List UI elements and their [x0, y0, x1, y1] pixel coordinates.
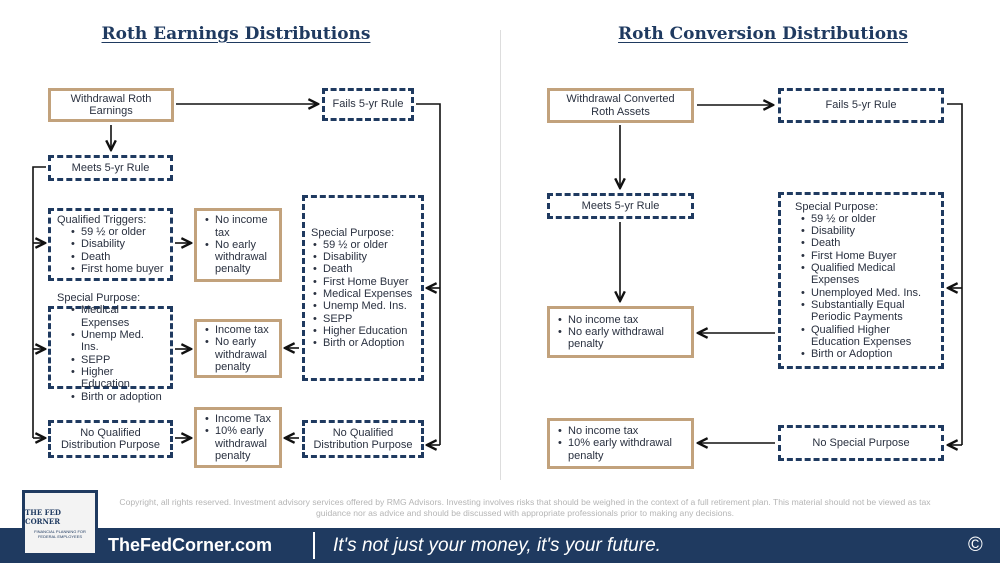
- list-item: No early withdrawal penalty: [556, 326, 685, 351]
- right-result-penalty-box: No income tax10% early withdrawal penalt…: [547, 418, 694, 469]
- list-item: Unemployed Med. Ins.: [799, 287, 935, 300]
- list-item: Medical Expenses: [311, 288, 415, 301]
- list-item: 59 ½ or older: [799, 213, 935, 226]
- no-special-purpose-box: No Special Purpose: [778, 425, 944, 461]
- right-no-qualified-box: No Qualified Distribution Purpose: [302, 420, 424, 458]
- tagline: It's not just your money, it's your futu…: [333, 534, 661, 556]
- list-item: 59 ½ or older: [69, 226, 164, 239]
- left-result-no-tax-box: No income taxNo early withdrawal penalty: [194, 208, 282, 282]
- copyright-text: Copyright, all rights reserved. Investme…: [119, 497, 931, 518]
- left-result-income-tax-box: Income taxNo early withdrawal penalty: [194, 319, 282, 378]
- list-item: No early withdrawal penalty: [203, 336, 273, 373]
- list-item: Medical Expenses: [69, 304, 164, 329]
- left-special-purpose-box: Special Purpose: Medical ExpensesUnemp M…: [48, 292, 173, 403]
- list-item: Higher Education: [69, 366, 164, 391]
- left-result-penalty-box: Income Tax10% early withdrawal penalty: [194, 407, 282, 468]
- right-meets-5yr-box: Meets 5-yr Rule: [547, 193, 694, 219]
- list-item: No income tax: [203, 214, 273, 239]
- list-item: Death: [69, 251, 164, 264]
- list-item: SEPP: [311, 313, 415, 326]
- list-item: Unemp Med. Ins.: [311, 300, 415, 313]
- special-purpose-title: Special Purpose:: [57, 292, 141, 305]
- list-item: No income tax: [556, 314, 685, 327]
- left-no-qualified-box: No Qualified Distribution Purpose: [48, 420, 173, 458]
- list-item: First home buyer: [69, 263, 164, 276]
- list-item: Income Tax: [203, 413, 273, 426]
- special-purpose-title: Special Purpose:: [795, 200, 879, 213]
- list-item: Disability: [69, 238, 164, 251]
- list-item: Death: [799, 237, 935, 250]
- special-purpose-title: Special Purpose:: [311, 226, 395, 239]
- site-link[interactable]: TheFedCorner.com: [108, 535, 273, 555]
- divider: [500, 30, 501, 480]
- fed-corner-logo: THE FED CORNER FINANCIAL PLANNING FOR FE…: [22, 490, 98, 556]
- right-fails-5yr-box: Fails 5-yr Rule: [778, 88, 944, 123]
- list-item: No income tax: [556, 425, 685, 438]
- list-item: Income tax: [203, 324, 273, 337]
- list-item: Birth or Adoption: [311, 337, 415, 350]
- banner-separator: [313, 532, 315, 559]
- left-special-purpose-right-box: Special Purpose: 59 ½ or olderDisability…: [302, 195, 424, 381]
- list-item: Higher Education: [311, 325, 415, 338]
- list-item: SEPP: [69, 354, 164, 367]
- list-item: 10% early withdrawal penalty: [203, 425, 273, 462]
- right-result-no-tax-box: No income taxNo early withdrawal penalty: [547, 306, 694, 358]
- list-item: Qualified Medical Expenses: [799, 262, 935, 287]
- list-item: Substantially Equal Periodic Payments: [799, 299, 935, 324]
- left-meets-5yr-box: Meets 5-yr Rule: [48, 155, 173, 181]
- withdrawal-roth-earnings-box: Withdrawal Roth Earnings: [48, 88, 174, 122]
- footer-banner: TheFedCorner.com It's not just your mone…: [0, 528, 1000, 563]
- list-item: Birth or Adoption: [799, 348, 935, 361]
- left-title: Roth Earnings Distributions: [101, 24, 371, 44]
- logo-name: THE FED CORNER: [25, 507, 61, 526]
- list-item: Unemp Med. Ins.: [69, 329, 164, 354]
- list-item: No early withdrawal penalty: [203, 239, 273, 276]
- qualified-triggers-title: Qualified Triggers:: [57, 213, 147, 226]
- list-item: Disability: [311, 251, 415, 264]
- list-item: First Home Buyer: [311, 276, 415, 289]
- right-special-purpose-box: Special Purpose: 59 ½ or olderDisability…: [778, 192, 944, 369]
- list-item: Death: [311, 263, 415, 276]
- list-item: Disability: [799, 225, 935, 238]
- list-item: Birth or adoption: [69, 391, 164, 404]
- withdrawal-converted-box: Withdrawal Converted Roth Assets: [547, 88, 694, 123]
- logo-subtitle: FINANCIAL PLANNING FOR FEDERAL EMPLOYEES: [34, 528, 86, 539]
- right-title: Roth Conversion Distributions: [618, 24, 908, 44]
- copyright-icon: ©: [968, 534, 983, 556]
- list-item: 10% early withdrawal penalty: [556, 437, 685, 462]
- list-item: Qualified Higher Education Expenses: [799, 324, 935, 349]
- qualified-triggers-box: Qualified Triggers: 59 ½ or olderDisabil…: [48, 208, 173, 281]
- list-item: First Home Buyer: [799, 250, 935, 263]
- left-fails-5yr-box: Fails 5-yr Rule: [322, 88, 414, 121]
- list-item: 59 ½ or older: [311, 239, 415, 252]
